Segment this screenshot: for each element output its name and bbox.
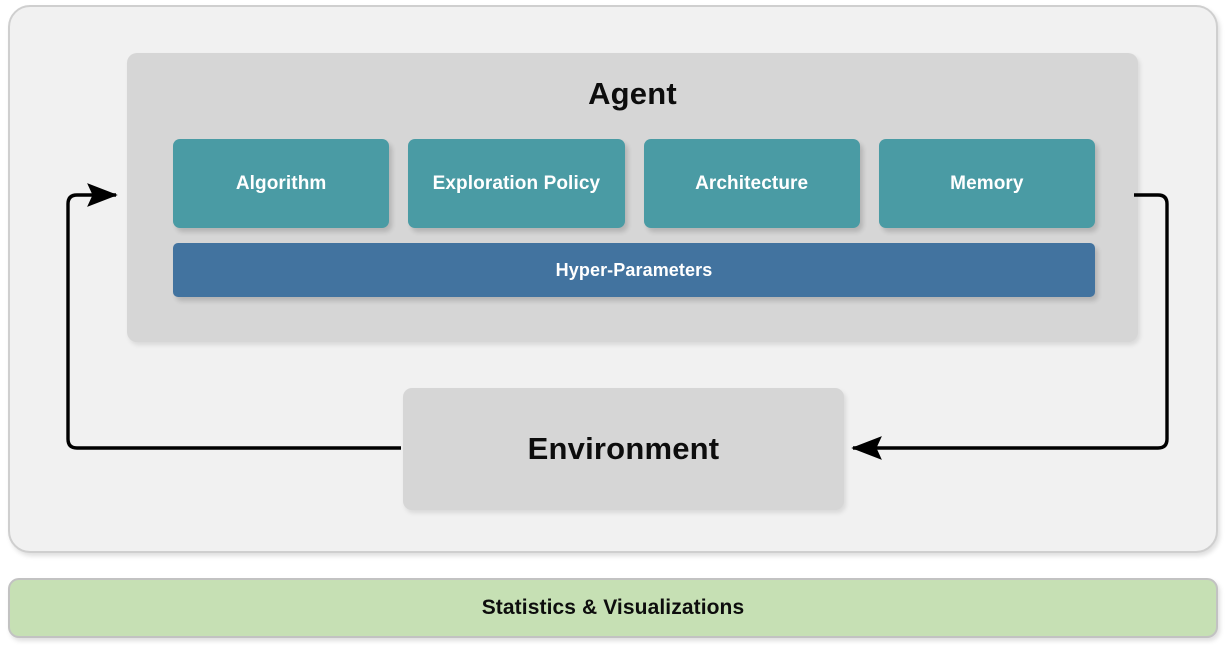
agent-component-exploration-policy[interactable]: Exploration Policy — [408, 139, 625, 228]
agent-component-label: Memory — [950, 172, 1024, 194]
agent-component-label: Algorithm — [235, 172, 327, 194]
environment-box[interactable]: Environment — [403, 388, 844, 510]
agent-component-row: Algorithm Exploration Policy Architectur… — [173, 139, 1095, 228]
agent-component-architecture[interactable]: Architecture — [643, 139, 860, 228]
agent-component-memory[interactable]: Memory — [878, 139, 1095, 228]
agent-component-algorithm[interactable]: Algorithm — [173, 139, 390, 228]
hyper-parameters-label: Hyper-Parameters — [555, 259, 713, 280]
agent-component-label: Exploration Policy — [432, 172, 601, 194]
agent-title: Agent — [588, 76, 677, 111]
agent-component-label: Architecture — [695, 172, 809, 194]
statistics-visualizations-label: Statistics & Visualizations — [481, 596, 745, 619]
system-panel: Agent Algorithm Exploration Policy Archi… — [8, 5, 1218, 553]
environment-label: Environment — [527, 431, 720, 466]
agent-panel: Agent Algorithm Exploration Policy Archi… — [127, 53, 1138, 342]
hyper-parameters-bar[interactable]: Hyper-Parameters — [173, 243, 1095, 297]
statistics-visualizations-bar[interactable]: Statistics & Visualizations — [8, 578, 1218, 638]
